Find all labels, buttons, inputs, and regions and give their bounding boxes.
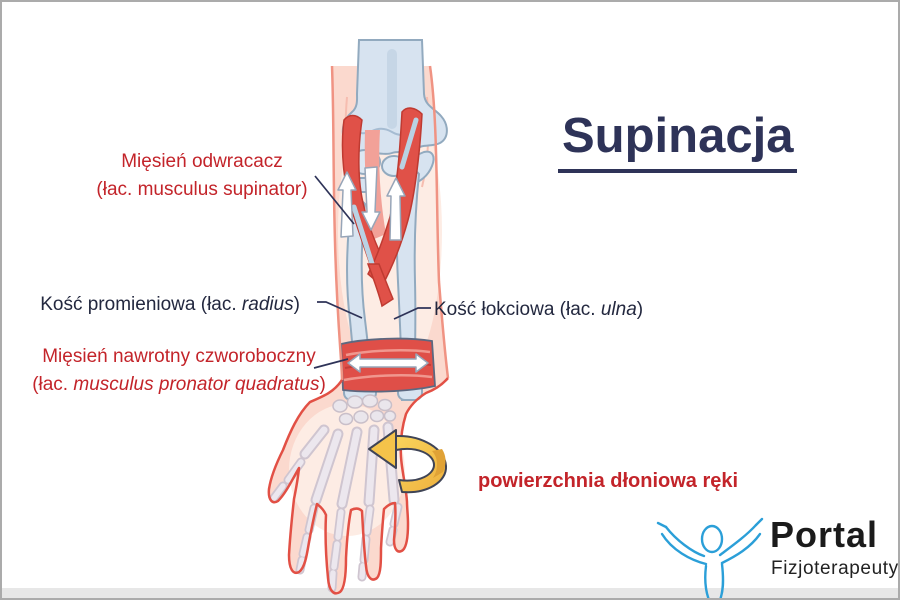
arm-right-edge xyxy=(428,65,450,379)
logo-brand-text: Portal xyxy=(770,514,879,555)
portal-fizjoterapeuty-logo: Portal Fizjoterapeuty xyxy=(654,508,898,598)
arrow-down-icon xyxy=(361,166,381,231)
pronator-quadratus-muscle xyxy=(340,337,436,393)
double-arrow-icon xyxy=(347,353,429,373)
person-arms-raised-icon xyxy=(656,517,764,598)
arm-left-edge xyxy=(330,65,344,381)
leader-supinator xyxy=(314,175,355,225)
hand-outline xyxy=(267,377,449,595)
leader-ulna xyxy=(393,307,431,320)
logo-subtitle-text: Fizjoterapeuty xyxy=(771,558,899,579)
label-pronator-line2: (łac. musculus pronator quadratus) xyxy=(32,374,326,395)
label-pronator-line1: Mięsień nawrotny czworoboczny xyxy=(42,346,316,367)
carpal-bones xyxy=(332,394,397,426)
hand-bones xyxy=(269,421,403,593)
label-supinator-muscle: Mięsień odwracacz (łac. musculus supinat… xyxy=(86,148,318,204)
skin-outlines xyxy=(267,65,450,595)
label-pronator-muscle: Mięsień nawrotny czworoboczny (łac. musc… xyxy=(28,343,330,399)
label-supinator-line2: (łac. musculus supinator) xyxy=(96,179,308,200)
label-palmar-surface: powierzchnia dłoniowa ręki xyxy=(478,470,739,492)
leader-radius xyxy=(317,301,363,319)
page-title: Supinacja xyxy=(558,108,798,173)
leader-lines xyxy=(313,175,431,369)
leader-pronator xyxy=(313,358,349,369)
label-radius-bone: Kość promieniowa (łac. radius) xyxy=(40,294,300,315)
arrow-up-icon xyxy=(386,177,406,241)
label-supinator-line1: Mięsień odwracacz xyxy=(121,151,283,172)
label-ulna-bone: Kość łokciowa (łac. ulna) xyxy=(434,299,644,320)
rotation-ribbon-arrow-icon xyxy=(368,429,448,494)
bottom-margin-bar xyxy=(2,588,898,598)
